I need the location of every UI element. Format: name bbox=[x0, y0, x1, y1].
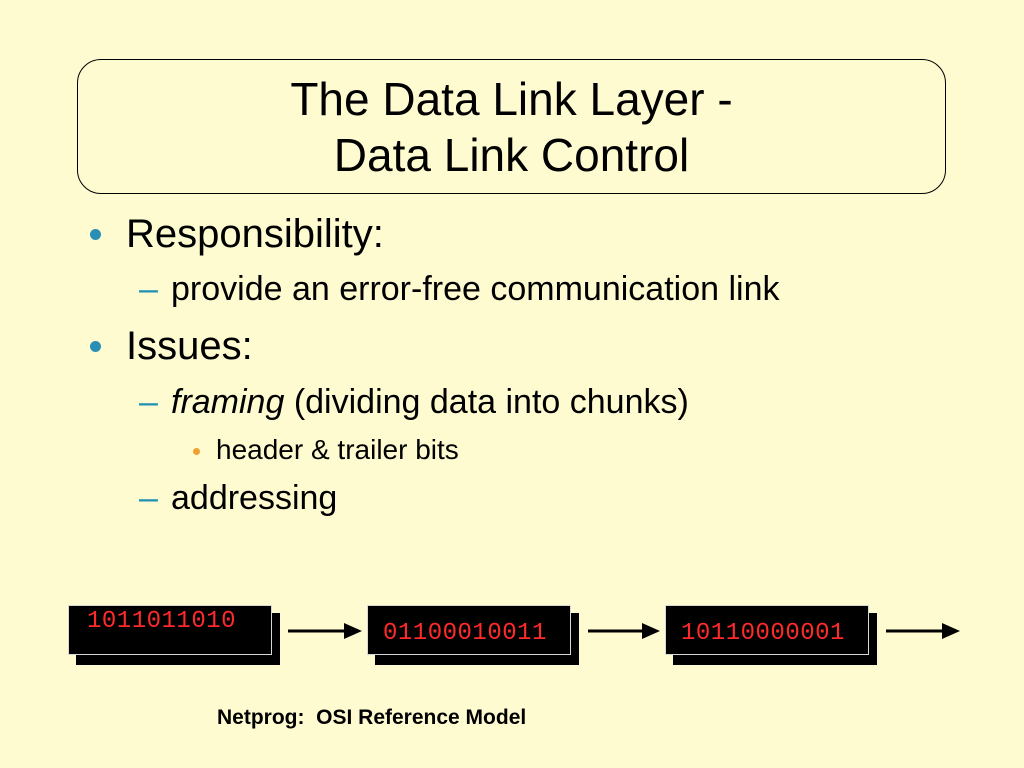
slide-title-line-2: Data Link Control bbox=[333, 128, 690, 181]
frame-box bbox=[68, 605, 272, 655]
sub-bullet-text: addressing bbox=[171, 479, 338, 517]
bullet-dot-icon bbox=[193, 448, 200, 455]
frame-bits: 01100010011 bbox=[383, 620, 547, 647]
bullet-dot-icon bbox=[90, 229, 101, 240]
slide-title-line-1: The Data Link Layer - bbox=[290, 72, 733, 125]
frame-box bbox=[665, 605, 869, 655]
slide-footer: Netprog: OSI Reference Model bbox=[217, 706, 527, 729]
arrow-1 bbox=[288, 623, 362, 639]
sub-bullet-text: provide an error-free communication link bbox=[171, 270, 780, 308]
dash-icon: – bbox=[139, 383, 158, 421]
bullet-dot-icon bbox=[90, 341, 101, 352]
frame-box bbox=[367, 605, 571, 655]
bullet-text: Responsibility: bbox=[126, 212, 384, 256]
arrow-2 bbox=[588, 623, 660, 639]
title-box: The Data Link Layer - Data Link Control bbox=[77, 59, 946, 194]
dash-icon: – bbox=[139, 479, 158, 517]
arrow-3 bbox=[886, 623, 960, 639]
sub-sub-bullet-text: header & trailer bits bbox=[216, 434, 459, 465]
frame-bits: 1011011010 bbox=[87, 608, 237, 635]
framing-emphasis: framing bbox=[171, 383, 285, 421]
data-frame-3: 10110000001 bbox=[665, 605, 877, 665]
data-frame-1: 1011011010 bbox=[68, 605, 280, 665]
frame-bits: 10110000001 bbox=[681, 620, 845, 647]
sub-bullet-text: framing (dividing data into chunks) bbox=[171, 383, 689, 422]
bullet-list: Responsibility: – provide an error-free … bbox=[90, 212, 780, 517]
bullet-text: Issues: bbox=[126, 324, 253, 368]
data-frame-2: 01100010011 bbox=[367, 605, 579, 665]
framing-description: (dividing data into chunks) bbox=[284, 383, 689, 421]
dash-icon: – bbox=[139, 270, 158, 308]
